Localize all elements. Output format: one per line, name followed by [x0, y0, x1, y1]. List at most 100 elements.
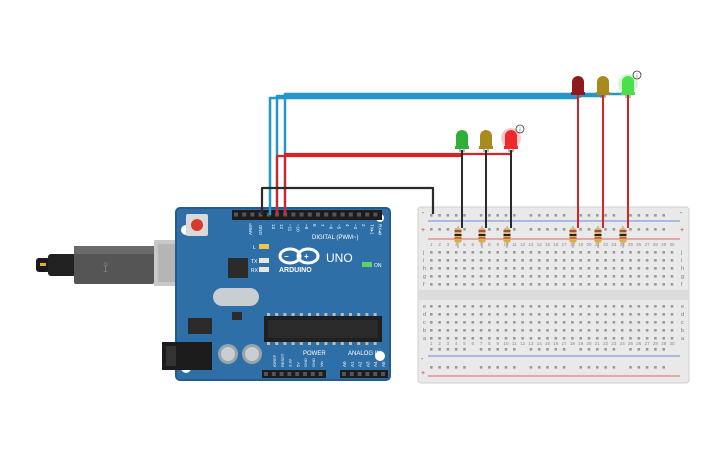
breadboard-hole[interactable]: [463, 321, 466, 324]
breadboard-hole[interactable]: [654, 329, 657, 332]
breadboard-hole[interactable]: [620, 321, 624, 324]
header-pin-hole[interactable]: [299, 212, 304, 217]
breadboard-hole[interactable]: [662, 337, 665, 340]
breadboard-hole[interactable]: [546, 329, 549, 332]
breadboard-hole[interactable]: [488, 329, 491, 332]
header-pin-hole[interactable]: [303, 372, 307, 376]
breadboard-rail-hole[interactable]: [463, 348, 466, 351]
breadboard-hole[interactable]: [504, 321, 508, 324]
breadboard-hole[interactable]: [454, 259, 458, 262]
led-info-badge[interactable]: i: [515, 124, 525, 134]
breadboard-hole[interactable]: [463, 337, 466, 340]
wire-black-ground[interactable]: [260, 186, 435, 215]
breadboard-hole[interactable]: [587, 251, 591, 254]
breadboard-hole[interactable]: [662, 259, 665, 262]
breadboard-rail-hole[interactable]: [654, 214, 657, 217]
header-pin-hole[interactable]: [348, 212, 353, 217]
header-pin-hole[interactable]: [365, 212, 370, 217]
breadboard-hole[interactable]: [504, 267, 508, 270]
breadboard-hole[interactable]: [504, 329, 508, 332]
breadboard-hole[interactable]: [496, 259, 499, 262]
breadboard-hole[interactable]: [521, 337, 524, 340]
resistor[interactable]: [594, 226, 602, 248]
breadboard-hole[interactable]: [620, 283, 624, 286]
breadboard-rail-hole[interactable]: [537, 214, 541, 217]
breadboard-hole[interactable]: [645, 337, 649, 340]
breadboard-hole[interactable]: [513, 283, 516, 286]
leds[interactable]: ii: [455, 70, 642, 152]
breadboard-hole[interactable]: [612, 275, 616, 278]
breadboard-hole[interactable]: [620, 275, 624, 278]
breadboard-rail-hole[interactable]: [496, 348, 499, 351]
breadboard-hole[interactable]: [479, 251, 483, 254]
breadboard-hole[interactable]: [670, 329, 674, 332]
breadboard-hole[interactable]: [546, 259, 549, 262]
breadboard-hole[interactable]: [579, 267, 582, 270]
breadboard-rail-hole[interactable]: [554, 348, 558, 351]
breadboard-hole[interactable]: [504, 275, 508, 278]
breadboard-hole[interactable]: [596, 321, 599, 324]
breadboard-hole[interactable]: [612, 305, 616, 308]
breadboard-hole[interactable]: [454, 283, 458, 286]
breadboard-hole[interactable]: [645, 321, 649, 324]
breadboard-hole[interactable]: [496, 267, 499, 270]
wire-red-1[interactable]: [275, 150, 464, 215]
breadboard-hole[interactable]: [629, 283, 632, 286]
breadboard-hole[interactable]: [471, 305, 475, 308]
breadboard-hole[interactable]: [529, 337, 533, 340]
breadboard-hole[interactable]: [463, 259, 466, 262]
breadboard-hole[interactable]: [579, 251, 582, 254]
breadboard-hole[interactable]: [537, 313, 541, 316]
breadboard-hole[interactable]: [430, 259, 433, 262]
breadboard-hole[interactable]: [596, 283, 599, 286]
power-jack[interactable]: [162, 342, 212, 370]
breadboard-hole[interactable]: [637, 251, 641, 254]
breadboard-hole[interactable]: [596, 337, 599, 340]
breadboard-hole[interactable]: [579, 283, 582, 286]
breadboard-hole[interactable]: [579, 275, 582, 278]
header-pin-hole[interactable]: [373, 212, 378, 217]
breadboard-rail-hole[interactable]: [637, 348, 641, 351]
breadboard-rail-hole[interactable]: [579, 228, 582, 231]
breadboard-hole[interactable]: [562, 275, 566, 278]
breadboard-rail-hole[interactable]: [513, 214, 516, 217]
breadboard-hole[interactable]: [554, 337, 558, 340]
breadboard-hole[interactable]: [629, 305, 632, 308]
breadboard-rail-hole[interactable]: [662, 348, 665, 351]
breadboard-hole[interactable]: [504, 251, 508, 254]
breadboard-hole[interactable]: [554, 305, 558, 308]
breadboard-hole[interactable]: [430, 321, 433, 324]
resistor[interactable]: [478, 226, 486, 248]
breadboard-hole[interactable]: [463, 275, 466, 278]
breadboard-hole[interactable]: [579, 321, 582, 324]
breadboard-hole[interactable]: [463, 305, 466, 308]
breadboard-rail-hole[interactable]: [554, 366, 558, 369]
breadboard-hole[interactable]: [596, 251, 599, 254]
digital-header[interactable]: [232, 210, 382, 220]
breadboard-hole[interactable]: [521, 267, 524, 270]
breadboard-hole[interactable]: [430, 267, 433, 270]
breadboard-hole[interactable]: [537, 305, 541, 308]
breadboard-hole[interactable]: [587, 275, 591, 278]
breadboard-hole[interactable]: [596, 313, 599, 316]
breadboard-hole[interactable]: [612, 251, 616, 254]
breadboard-hole[interactable]: [504, 259, 508, 262]
breadboard-hole[interactable]: [629, 313, 632, 316]
breadboard-hole[interactable]: [454, 337, 458, 340]
breadboard-hole[interactable]: [488, 305, 491, 308]
breadboard-rail-hole[interactable]: [430, 228, 433, 231]
breadboard-rail-hole[interactable]: [579, 214, 582, 217]
breadboard-hole[interactable]: [471, 251, 475, 254]
breadboard-hole[interactable]: [571, 251, 574, 254]
breadboard-hole[interactable]: [562, 259, 566, 262]
header-pin-hole[interactable]: [310, 372, 315, 376]
breadboard-rail-hole[interactable]: [645, 348, 649, 351]
breadboard-hole[interactable]: [438, 259, 441, 262]
breadboard-rail-hole[interactable]: [596, 214, 599, 217]
bottom-header-holes[interactable]: [264, 372, 385, 376]
breadboard-hole[interactable]: [620, 267, 624, 270]
breadboard-hole[interactable]: [479, 275, 483, 278]
breadboard-rail-hole[interactable]: [496, 214, 499, 217]
breadboard-hole[interactable]: [463, 329, 466, 332]
